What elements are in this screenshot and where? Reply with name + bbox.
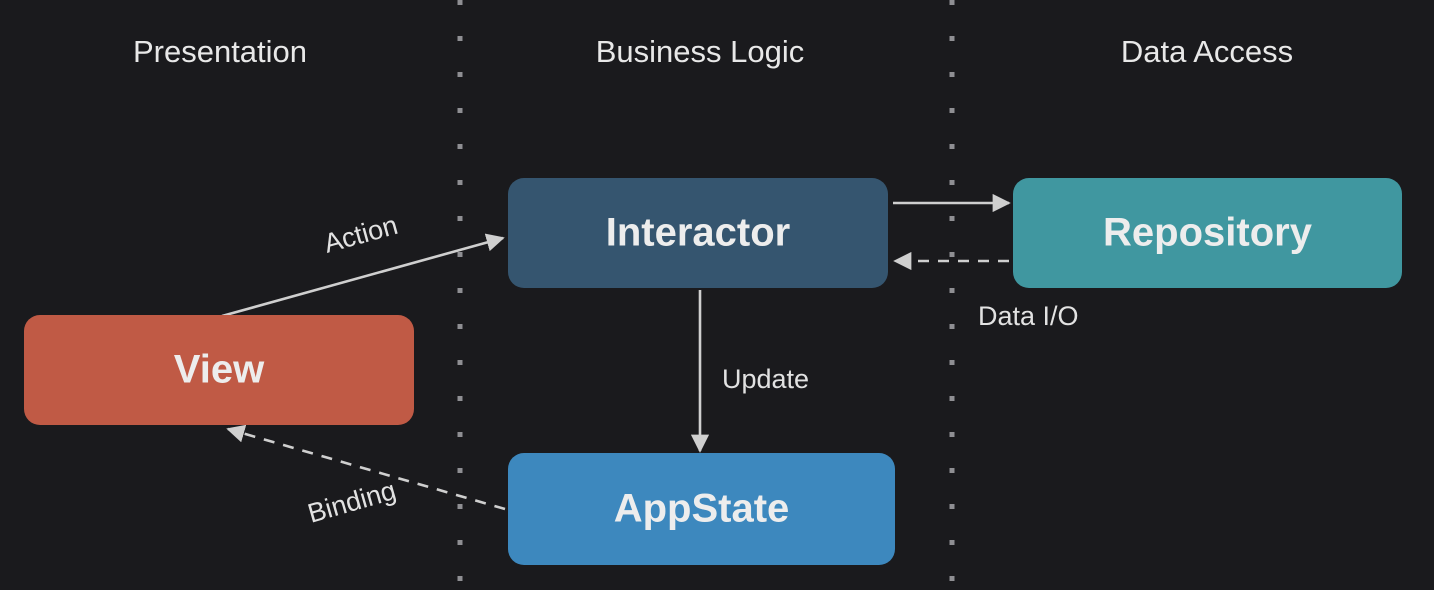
node-box-view[interactable] <box>24 315 414 425</box>
edge-label-repository-to-interactor: Data I/O <box>978 301 1079 331</box>
node-repository[interactable]: Repository <box>1013 178 1402 288</box>
node-label-view: View <box>174 348 265 392</box>
node-label-appstate: AppState <box>614 487 790 531</box>
edge-label-appstate-to-view: Binding <box>304 475 399 529</box>
lane-title-data-access: Data Access <box>1121 34 1293 69</box>
node-box-interactor[interactable] <box>508 178 888 288</box>
edge-view-to-interactor <box>221 233 505 318</box>
lane-titles: Presentation Business Logic Data Access <box>133 34 1293 69</box>
diagram-edges <box>221 193 1011 511</box>
edge-label-interactor-to-appstate: Update <box>722 364 809 394</box>
node-box-repository[interactable] <box>1013 178 1402 288</box>
edge-label-view-to-interactor: Action <box>321 210 401 259</box>
node-interactor[interactable]: Interactor <box>508 178 888 288</box>
node-label-interactor: Interactor <box>606 211 791 255</box>
node-view[interactable]: View <box>24 315 414 425</box>
lane-title-business-logic: Business Logic <box>596 34 805 69</box>
node-label-repository: Repository <box>1103 211 1313 255</box>
node-appstate[interactable]: AppState <box>508 453 895 565</box>
edge-appstate-to-view <box>226 424 506 511</box>
node-box-appstate[interactable] <box>508 453 895 565</box>
lane-title-presentation: Presentation <box>133 34 307 69</box>
